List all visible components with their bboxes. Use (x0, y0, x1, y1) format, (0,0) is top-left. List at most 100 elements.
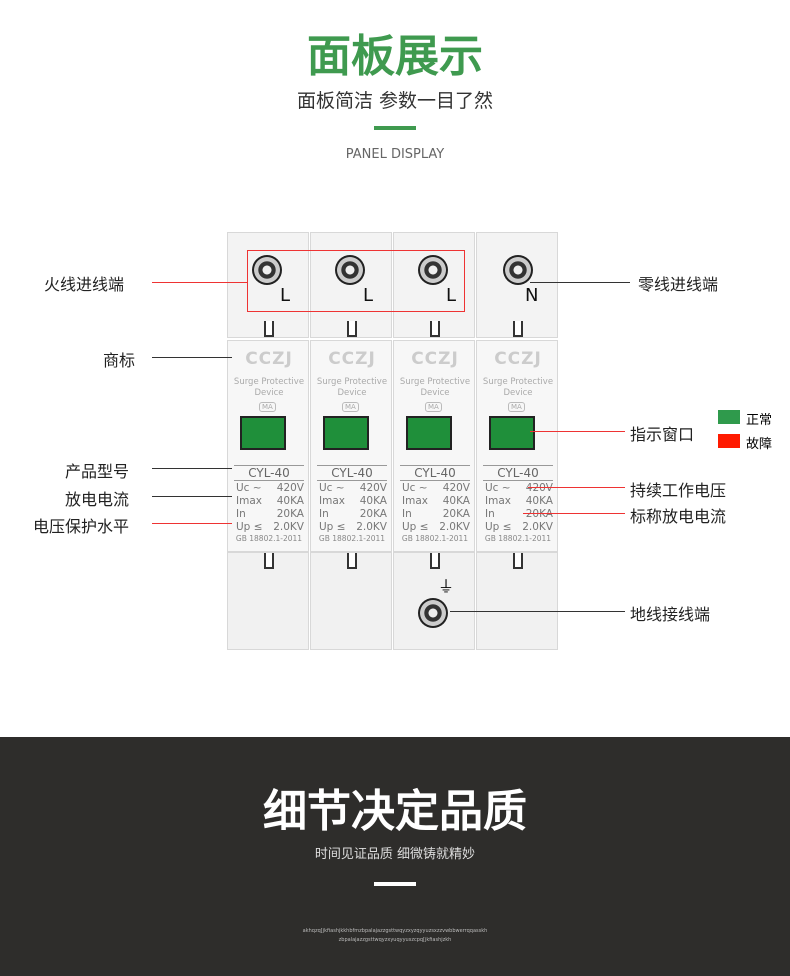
terminal-screw-icon (335, 255, 365, 285)
spec-key: Up ≤ (485, 521, 512, 533)
spec-key: Uc ~ (236, 482, 262, 494)
bottom-block (227, 552, 309, 650)
spec-row: Uc ~420V (402, 482, 470, 494)
ground-screw-icon (418, 598, 448, 628)
latch-notch (347, 321, 357, 337)
english-title: PANEL DISPLAY (345, 147, 445, 162)
spec-row: Up ≤ 2.0KV (236, 521, 304, 533)
label-up-level: 电压保护水平 (33, 517, 130, 536)
spec-key: Uc ~ (485, 482, 511, 494)
spec-value: 2.0KV (356, 521, 387, 533)
latch-notch (430, 553, 440, 569)
spec-row: Up ≤2.0KV (485, 521, 553, 533)
label-model: 产品型号 (65, 462, 130, 481)
leader-line (450, 611, 625, 612)
latch-notch (513, 553, 523, 569)
terminal-screw-icon (418, 255, 448, 285)
spec-value: 420V (525, 482, 553, 494)
decorative-text: zbpalajazzgsttwqyzxyuqyyuszcpq[jkfiashjz… (338, 937, 452, 943)
leader-line (152, 496, 232, 497)
latch-notch (430, 321, 440, 337)
terminal-screw-icon (252, 255, 282, 285)
spec-value: 2.0KV (439, 521, 470, 533)
latch-notch (347, 553, 357, 569)
brand-logo: CCZJ (328, 349, 376, 369)
terminal-block-neutral: N (476, 232, 558, 338)
model-number: CYL-40 (234, 465, 304, 481)
label-brand: 商标 (103, 351, 136, 370)
device-type-line: Surge Protective (233, 377, 305, 387)
device-type-line: Device (420, 388, 450, 398)
legend-fault-label: 故障 (746, 437, 773, 452)
spec-value: 20KA (359, 508, 387, 520)
device-type-line: Device (337, 388, 367, 398)
brand-logo: CCZJ (411, 349, 459, 369)
terminal-block-live: L (393, 232, 475, 338)
label-in: 标称放电电流 (630, 507, 727, 526)
device-type-line: Device (503, 388, 533, 398)
terminal-block-live: L (310, 232, 392, 338)
spec-key: Uc ~ (402, 482, 428, 494)
leader-line (528, 487, 625, 488)
spec-row: Imax 40KA (319, 495, 387, 507)
spec-key: In (485, 508, 495, 520)
standard-number: GB 18802.1-2011 (484, 534, 552, 543)
label-neutral-in: 零线进线端 (638, 275, 719, 294)
brand-logo: CCZJ (494, 349, 542, 369)
spec-key: Up ≤ (236, 521, 263, 533)
label-uc: 持续工作电压 (630, 481, 727, 500)
spec-value: 40KA (525, 495, 553, 507)
bottom-block (310, 552, 392, 650)
terminal-label: L (363, 285, 374, 306)
live-terminal-highlight-box (247, 250, 465, 312)
spec-row: Uc ~420V (236, 482, 304, 494)
cert-mark: MA (342, 402, 359, 412)
spec-key: Imax (319, 495, 345, 507)
leader-line (523, 513, 625, 514)
spec-key: Up ≤ (402, 521, 429, 533)
terminal-block-live: L (227, 232, 309, 338)
model-number: CYL-40 (483, 465, 553, 481)
spec-value: 40KA (359, 495, 387, 507)
leader-line (530, 431, 625, 432)
terminal-screw-icon (503, 255, 533, 285)
spec-value: 20KA (442, 508, 470, 520)
indicator-window (240, 416, 286, 450)
spec-row: Uc ~ 420V (485, 482, 553, 494)
latch-notch (264, 553, 274, 569)
leader-line (152, 282, 247, 283)
spec-row: Uc ~420V (319, 482, 387, 494)
spec-key: Imax (402, 495, 428, 507)
spec-value: 420V (359, 482, 387, 494)
standard-number: GB 18802.1-2011 (318, 534, 386, 543)
spec-value: 2.0KV (273, 521, 304, 533)
footer-divider (374, 882, 416, 886)
terminal-label: L (446, 285, 457, 306)
footer-subtitle: 时间见证品质 细微铸就精妙 (314, 847, 476, 862)
spec-row: In 20KA (485, 508, 553, 520)
spec-key: Up ≤ (319, 521, 346, 533)
cert-mark: MA (425, 402, 442, 412)
standard-number: GB 18802.1-2011 (235, 534, 303, 543)
spec-row: Up ≤ 2.0KV (319, 521, 387, 533)
label-ground: 地线接线端 (630, 605, 711, 624)
device-type-line: Surge Protective (482, 377, 554, 387)
spec-value: 20KA (525, 508, 553, 520)
model-number: CYL-40 (317, 465, 387, 481)
label-live-in: 火线进线端 (44, 275, 125, 294)
legend-normal-swatch (718, 410, 740, 424)
spec-value: 20KA (276, 508, 304, 520)
spec-row: Up ≤ 2.0KV (402, 521, 470, 533)
terminal-label: N (525, 285, 539, 306)
